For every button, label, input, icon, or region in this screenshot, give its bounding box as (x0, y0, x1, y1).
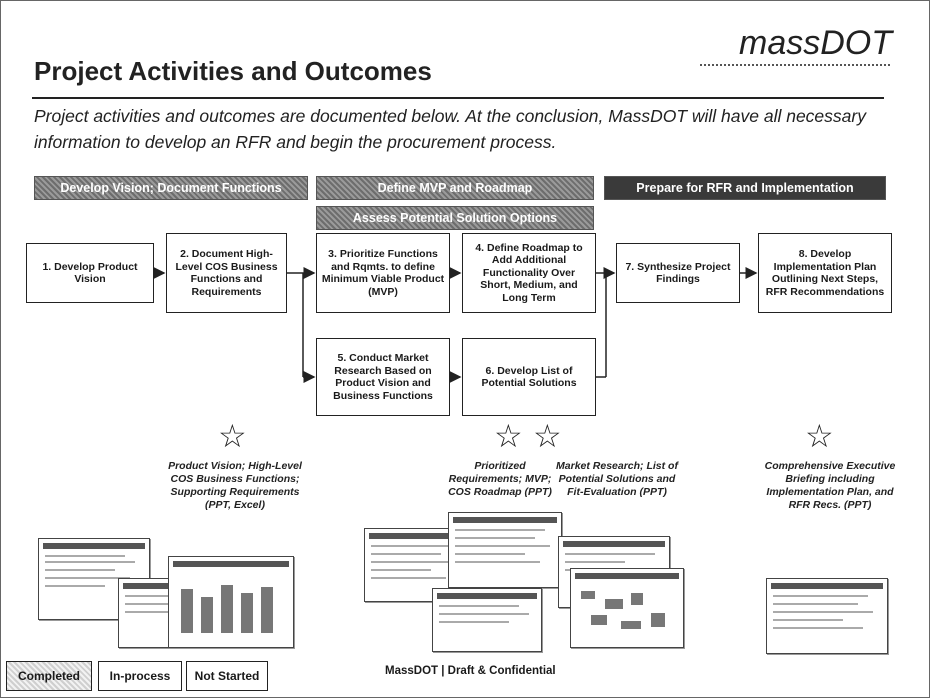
intro-text: Project activities and outcomes are docu… (34, 106, 866, 152)
star-icon: ☆ (533, 418, 562, 454)
title-divider (32, 97, 884, 99)
footer-text: MassDOT | Draft & Confidential (385, 665, 556, 677)
deliverable-1: Product Vision; High-Level COS Business … (168, 460, 302, 511)
step-4-define-roadmap: 4. Define Roadmap to Add Additional Func… (462, 233, 596, 313)
step-7-synthesize-findings: 7. Synthesize Project Findings (616, 243, 740, 303)
deliverable-4: Comprehensive Executive Briefing includi… (764, 460, 896, 511)
document-thumbnail (448, 512, 562, 588)
document-thumbnail (766, 578, 888, 654)
document-thumbnail (570, 568, 684, 648)
step-1-develop-product-vision: 1. Develop Product Vision (26, 243, 154, 303)
step-8-implementation-plan: 8. Develop Implementation Plan Outlining… (758, 233, 892, 313)
phase-mvp-roadmap: Define MVP and Roadmap (316, 176, 594, 200)
phase-assess-solutions: Assess Potential Solution Options (316, 206, 594, 230)
deliverable-3: Market Research; List of Potential Solut… (556, 460, 678, 498)
step-5-market-research: 5. Conduct Market Research Based on Prod… (316, 338, 450, 416)
star-icon: ☆ (218, 418, 247, 454)
document-thumbnail (432, 588, 542, 652)
document-thumbnail (168, 556, 294, 648)
logo-tagline-rule (700, 64, 890, 70)
step-3-prioritize-mvp: 3. Prioritize Functions and Rqmts. to de… (316, 233, 450, 313)
massdot-logo: massDOT (739, 24, 892, 62)
step-2-document-functions: 2. Document High-Level COS Business Func… (166, 233, 287, 313)
phase-vision-functions: Develop Vision; Document Functions (34, 176, 308, 200)
legend-not-started: Not Started (186, 661, 268, 691)
legend-in-process: In-process (98, 661, 182, 691)
phase-rfr-implementation: Prepare for RFR and Implementation (604, 176, 886, 200)
page-title: Project Activities and Outcomes (34, 56, 432, 86)
star-icon: ☆ (494, 418, 523, 454)
star-icon: ☆ (805, 418, 834, 454)
deliverable-2: Prioritized Requirements; MVP; COS Roadm… (448, 460, 552, 498)
step-6-potential-solutions: 6. Develop List of Potential Solutions (462, 338, 596, 416)
legend-completed: Completed (6, 661, 92, 691)
